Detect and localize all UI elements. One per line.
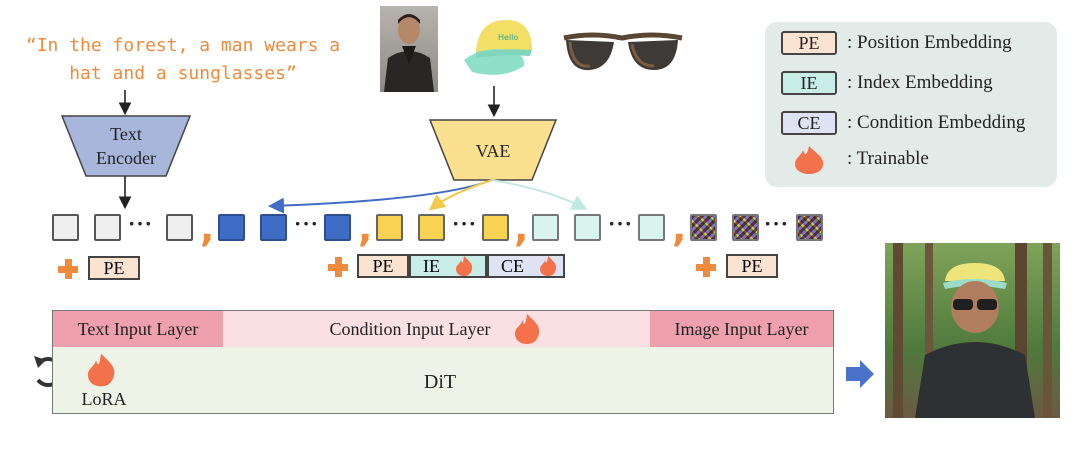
vae-shape — [428, 119, 558, 181]
output-image — [885, 243, 1060, 418]
condition-input-layer: Condition Input Layer — [222, 311, 650, 347]
legend-pe-label: : Position Embedding — [847, 32, 1012, 53]
ie-label: IE — [423, 255, 440, 276]
vae-yellow-arrow — [428, 179, 493, 211]
yellow-condition-token — [418, 214, 445, 241]
flame-icon — [456, 256, 473, 276]
noise-token — [690, 214, 717, 241]
text-encoder-label: Text Encoder — [96, 124, 156, 168]
text-token — [94, 214, 121, 241]
cyan-condition-token — [532, 214, 559, 241]
dit-label: DiT — [423, 370, 457, 393]
vae-cyan-arrow — [491, 179, 588, 210]
legend-ce-row: CE : Condition Embedding — [781, 110, 1025, 136]
separator-comma: , — [672, 206, 687, 250]
text-token — [52, 214, 79, 241]
plus-icon — [326, 255, 350, 279]
svg-text:Hello: Hello — [498, 33, 518, 42]
separator-comma: , — [358, 206, 373, 250]
legend-ie-row: IE : Index Embedding — [781, 70, 993, 96]
cyan-condition-token — [574, 214, 601, 241]
plus-icon — [694, 255, 718, 279]
flame-icon — [515, 314, 540, 344]
flame-icon — [540, 256, 557, 276]
legend-ce-box: CE — [781, 111, 837, 135]
flame-icon — [87, 353, 115, 387]
man-portrait-image — [380, 6, 438, 92]
condition-input-label: Condition Input Layer — [329, 318, 491, 339]
cap-image: Hello — [462, 8, 540, 90]
legend-ie-label: : Index Embedding — [847, 72, 993, 93]
legend-ie-box: IE — [781, 71, 837, 95]
ellipsis: ··· — [128, 211, 154, 236]
ellipsis: ··· — [294, 211, 320, 236]
noise-token — [732, 214, 759, 241]
legend-ce-label: : Condition Embedding — [847, 112, 1026, 133]
separator-comma: , — [514, 206, 529, 250]
yellow-condition-token — [376, 214, 403, 241]
blue-condition-token — [324, 214, 351, 241]
plus-icon — [56, 257, 80, 281]
condition-ie-box: IE — [409, 254, 487, 278]
condition-pe-box: PE — [357, 254, 409, 278]
text-input-layer: Text Input Layer — [53, 311, 223, 347]
image-pe-box: PE — [726, 254, 778, 278]
legend-trainable-row: : Trainable — [781, 146, 929, 174]
text-encoder-shape — [60, 115, 192, 177]
output-arrow-icon — [846, 360, 874, 388]
flame-icon — [795, 146, 824, 174]
vae-label: VAE — [475, 140, 511, 161]
separator-comma: , — [200, 206, 215, 250]
blue-condition-token — [260, 214, 287, 241]
ellipsis: ··· — [452, 211, 478, 236]
ellipsis: ··· — [608, 211, 634, 236]
legend-pe-box: PE — [781, 31, 837, 55]
ellipsis: ··· — [764, 211, 790, 236]
blue-condition-token — [218, 214, 245, 241]
lora-label: LoRA — [81, 388, 127, 409]
condition-ce-box: CE — [487, 254, 565, 278]
sunglasses-image — [562, 24, 684, 84]
text-pe-box: PE — [88, 256, 140, 280]
text-token — [166, 214, 193, 241]
legend-panel: PE : Position Embedding IE : Index Embed… — [765, 22, 1057, 187]
noise-token — [796, 214, 823, 241]
legend-pe-row: PE : Position Embedding — [781, 30, 1012, 56]
ce-label: CE — [501, 255, 525, 276]
legend-trainable-label: : Trainable — [847, 148, 929, 169]
yellow-condition-token — [482, 214, 509, 241]
prompt-text: “In the forest, a man wears a hat and a … — [25, 35, 341, 84]
image-input-layer: Image Input Layer — [650, 311, 833, 347]
cyan-condition-token — [638, 214, 665, 241]
